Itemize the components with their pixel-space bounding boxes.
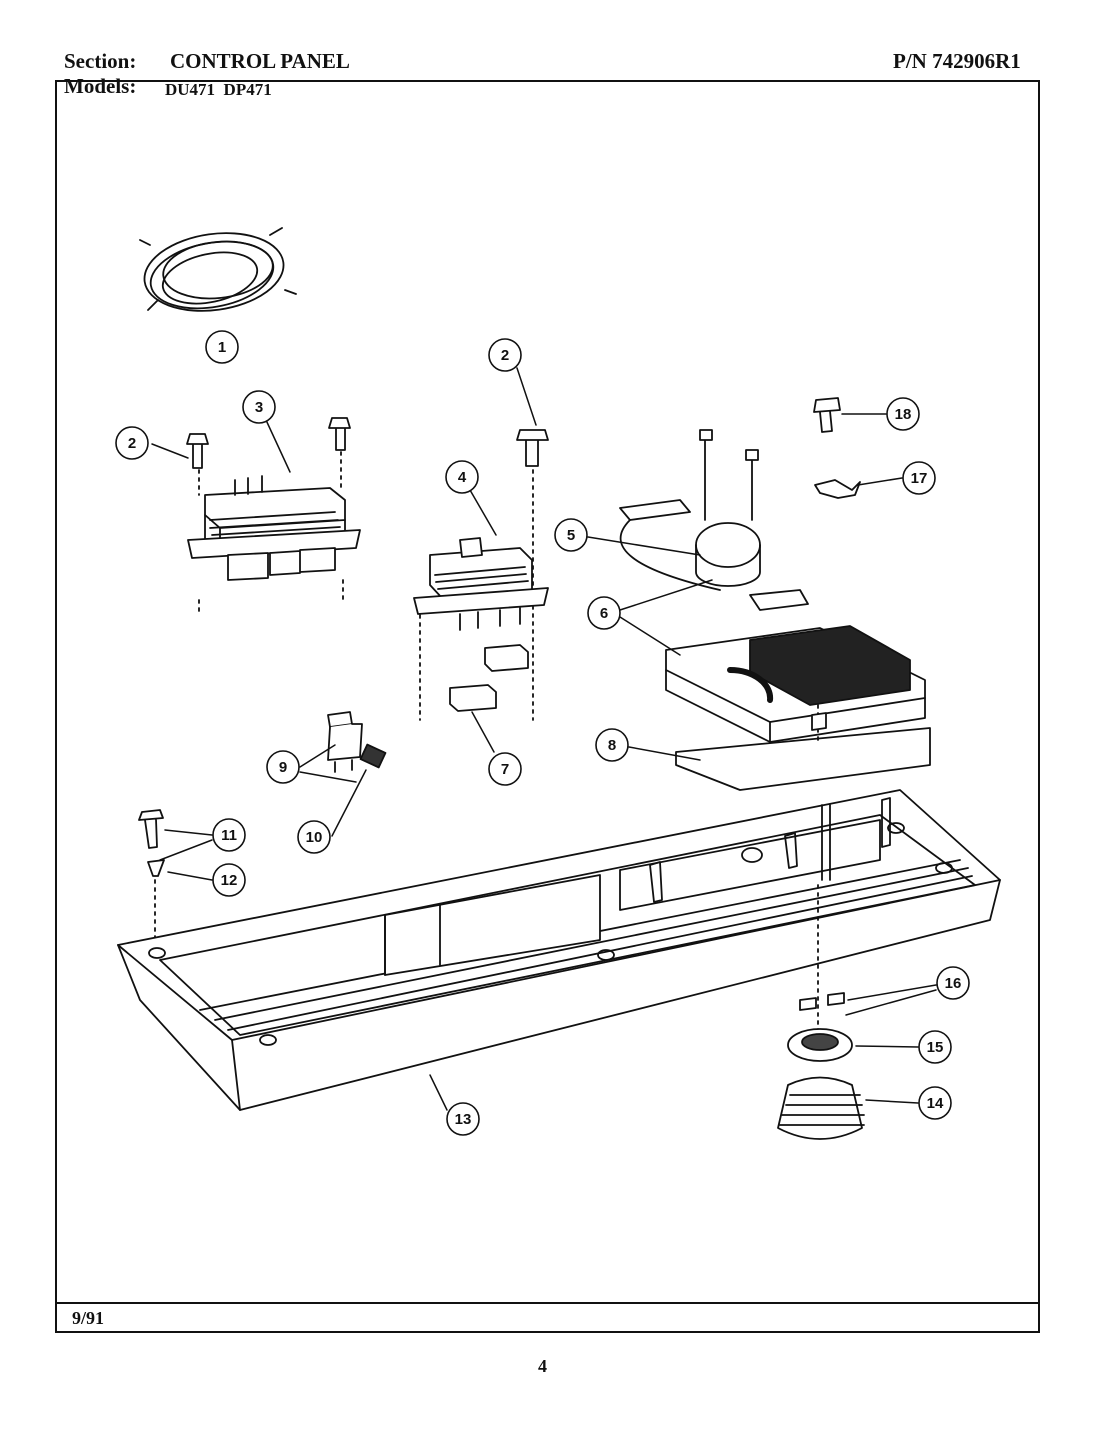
callout-11: 11 <box>212 818 246 852</box>
svg-text:1: 1 <box>218 339 226 356</box>
svg-text:17: 17 <box>911 470 928 487</box>
svg-text:16: 16 <box>945 975 962 992</box>
callout-5: 5 <box>554 518 588 552</box>
callout-4: 4 <box>445 460 479 494</box>
svg-text:5: 5 <box>567 527 575 544</box>
callout-6: 6 <box>587 596 621 630</box>
clip-and-screw <box>813 397 861 499</box>
svg-text:6: 6 <box>600 605 608 622</box>
relay-blocks <box>449 644 529 712</box>
screw-and-grommet <box>138 809 165 946</box>
models-list: DU471 DP471 <box>165 80 272 99</box>
svg-text:4: 4 <box>458 469 467 486</box>
callout-18: 18 <box>886 397 920 431</box>
callout-17: 17 <box>902 461 936 495</box>
footer-divider <box>55 1302 1040 1304</box>
svg-text:14: 14 <box>927 1095 944 1112</box>
svg-text:2: 2 <box>128 435 136 452</box>
svg-text:7: 7 <box>501 761 509 778</box>
small-relay <box>327 711 387 773</box>
callout-7: 7 <box>488 752 522 786</box>
diagram-frame <box>55 80 1040 1333</box>
center-switch-assembly <box>413 429 549 721</box>
svg-text:18: 18 <box>895 406 912 423</box>
callout-13: 13 <box>446 1102 480 1136</box>
callout-12: 12 <box>212 863 246 897</box>
timer-board <box>665 625 926 743</box>
svg-text:11: 11 <box>221 827 237 844</box>
svg-text:13: 13 <box>455 1111 472 1128</box>
part-number: P/N 742906R1 <box>893 49 1021 73</box>
control-panel-tray <box>117 789 1001 1111</box>
callout-16: 16 <box>936 966 970 1000</box>
callout-2-left: 2 <box>115 426 149 460</box>
footer-date: 9/91 <box>72 1308 105 1328</box>
callout-8: 8 <box>595 728 629 762</box>
callout-leaders <box>151 367 937 1111</box>
section-label: Section: <box>64 49 137 73</box>
timer-motor <box>619 429 809 611</box>
callout-14: 14 <box>918 1086 952 1120</box>
callout-10: 10 <box>297 820 331 854</box>
callout-9: 9 <box>266 750 300 784</box>
page-number: 4 <box>538 1356 547 1376</box>
wire-harness <box>139 227 297 312</box>
svg-text:12: 12 <box>221 872 238 889</box>
callout-3: 3 <box>242 390 276 424</box>
svg-text:3: 3 <box>255 399 263 416</box>
left-switch-assembly <box>186 417 361 616</box>
svg-text:8: 8 <box>608 737 616 754</box>
svg-text:9: 9 <box>279 759 287 776</box>
knob-assembly <box>777 884 865 1140</box>
section-title: CONTROL PANEL <box>170 49 350 73</box>
callout-1: 1 <box>205 330 239 364</box>
callout-2-center: 2 <box>488 338 522 372</box>
callout-circles: 1 2 3 2 4 5 6 7 8 9 10 11 12 13 14 15 16… <box>115 330 970 1136</box>
svg-text:2: 2 <box>501 347 509 364</box>
svg-text:15: 15 <box>927 1039 944 1056</box>
callout-15: 15 <box>918 1030 952 1064</box>
svg-text:10: 10 <box>306 829 323 846</box>
gasket-pad <box>675 704 931 791</box>
